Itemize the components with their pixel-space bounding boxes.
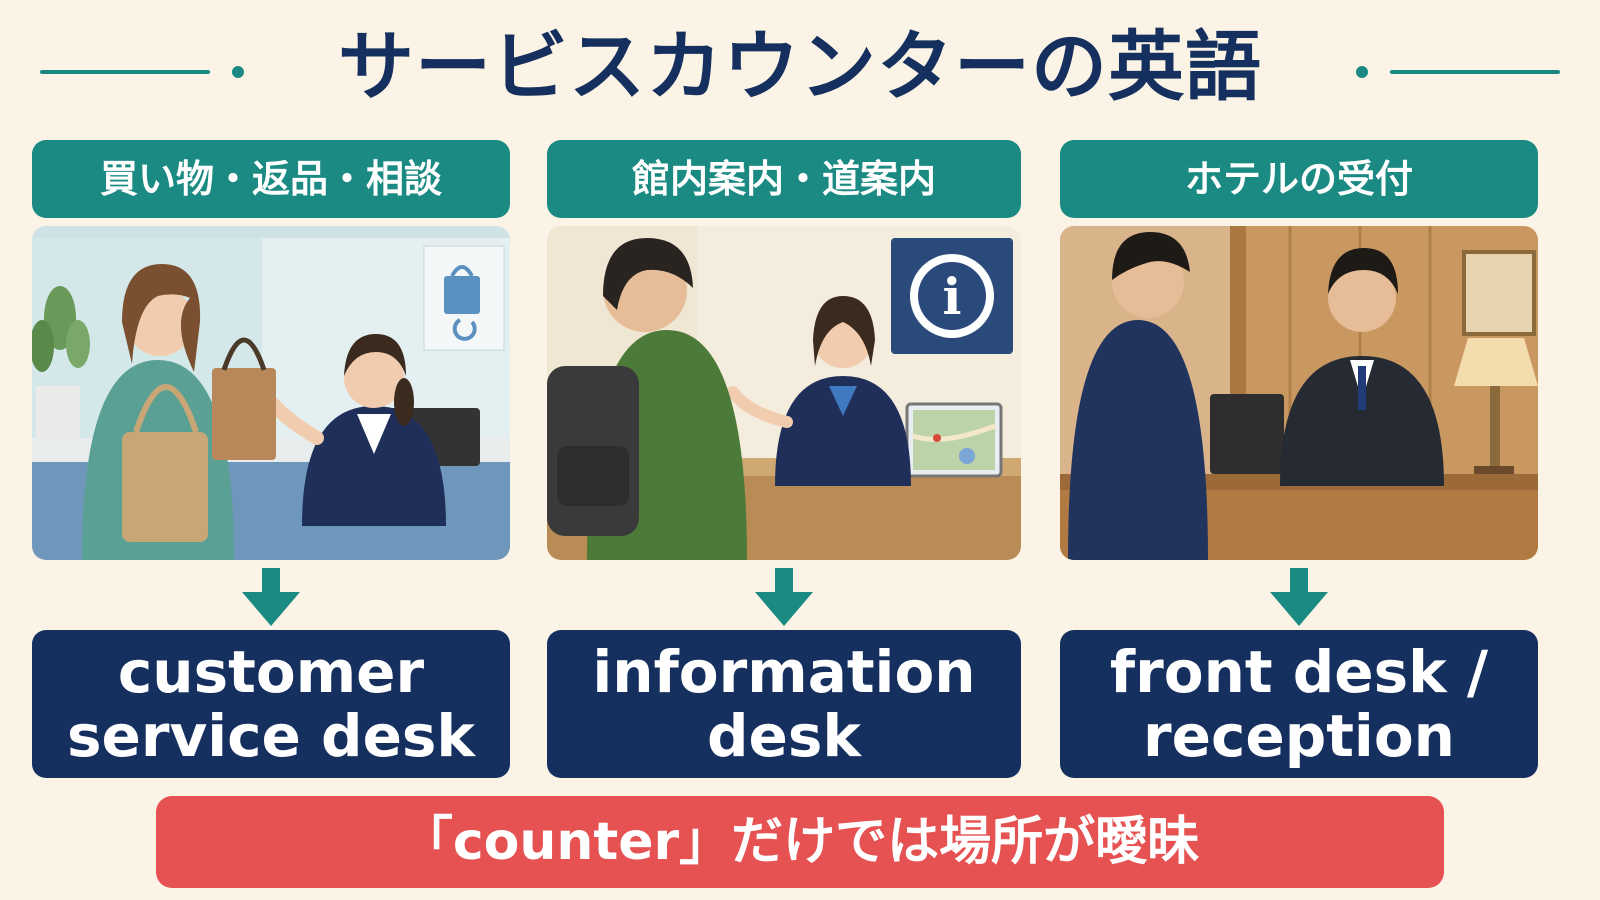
warning-note: 「counter」だけでは場所が曖昧 [156,796,1444,888]
answer-line-2: service desk [66,702,475,770]
shopping-bag [212,337,276,460]
visitor-person [547,238,747,560]
scene-hotel-front-desk [1060,226,1538,560]
card-label-information: 館内案内・道案内 [547,140,1021,218]
info-icon: i [943,267,962,326]
card-label-hotel: ホテルの受付 [1060,140,1538,218]
scene-information-illustration: i [547,226,1021,560]
scene-information-desk: i [547,226,1021,560]
plant [32,286,90,442]
answer-information-desk: information desk [547,630,1021,778]
answer-line-1: information [592,638,976,706]
scene-customer-service-illustration [32,226,510,560]
title-line-left [40,70,210,74]
guest-person [1068,232,1208,560]
arrow-down-icon [242,568,300,626]
title-row: サービスカウンターの英語 [0,22,1600,112]
answer-front-desk: front desk / reception [1060,630,1538,778]
title-line-right [1390,70,1560,74]
arrow-down-icon [1270,568,1328,626]
page-title: サービスカウンターの英語 [338,22,1262,111]
staff-person [266,334,446,526]
answer-line-2: reception [1143,702,1455,770]
scene-hotel-illustration [1060,226,1538,560]
staff-person [727,296,911,486]
wall-painting [1462,250,1536,336]
title-dot-left [232,66,244,78]
card-label-shopping: 買い物・返品・相談 [32,140,510,218]
answer-customer-service-desk: customer service desk [32,630,510,778]
receptionist-person [1280,248,1444,486]
title-dot-right [1356,66,1368,78]
info-sign: i [891,238,1013,354]
map-stand [905,402,1003,478]
monitor [1210,394,1284,474]
answer-line-2: desk [707,702,861,770]
answer-line-1: customer [117,638,425,706]
return-bag-icon [423,245,505,351]
customer-person [82,264,234,560]
scene-customer-service [32,226,510,560]
arrow-down-icon [755,568,813,626]
answer-line-1: front desk / [1109,638,1489,706]
